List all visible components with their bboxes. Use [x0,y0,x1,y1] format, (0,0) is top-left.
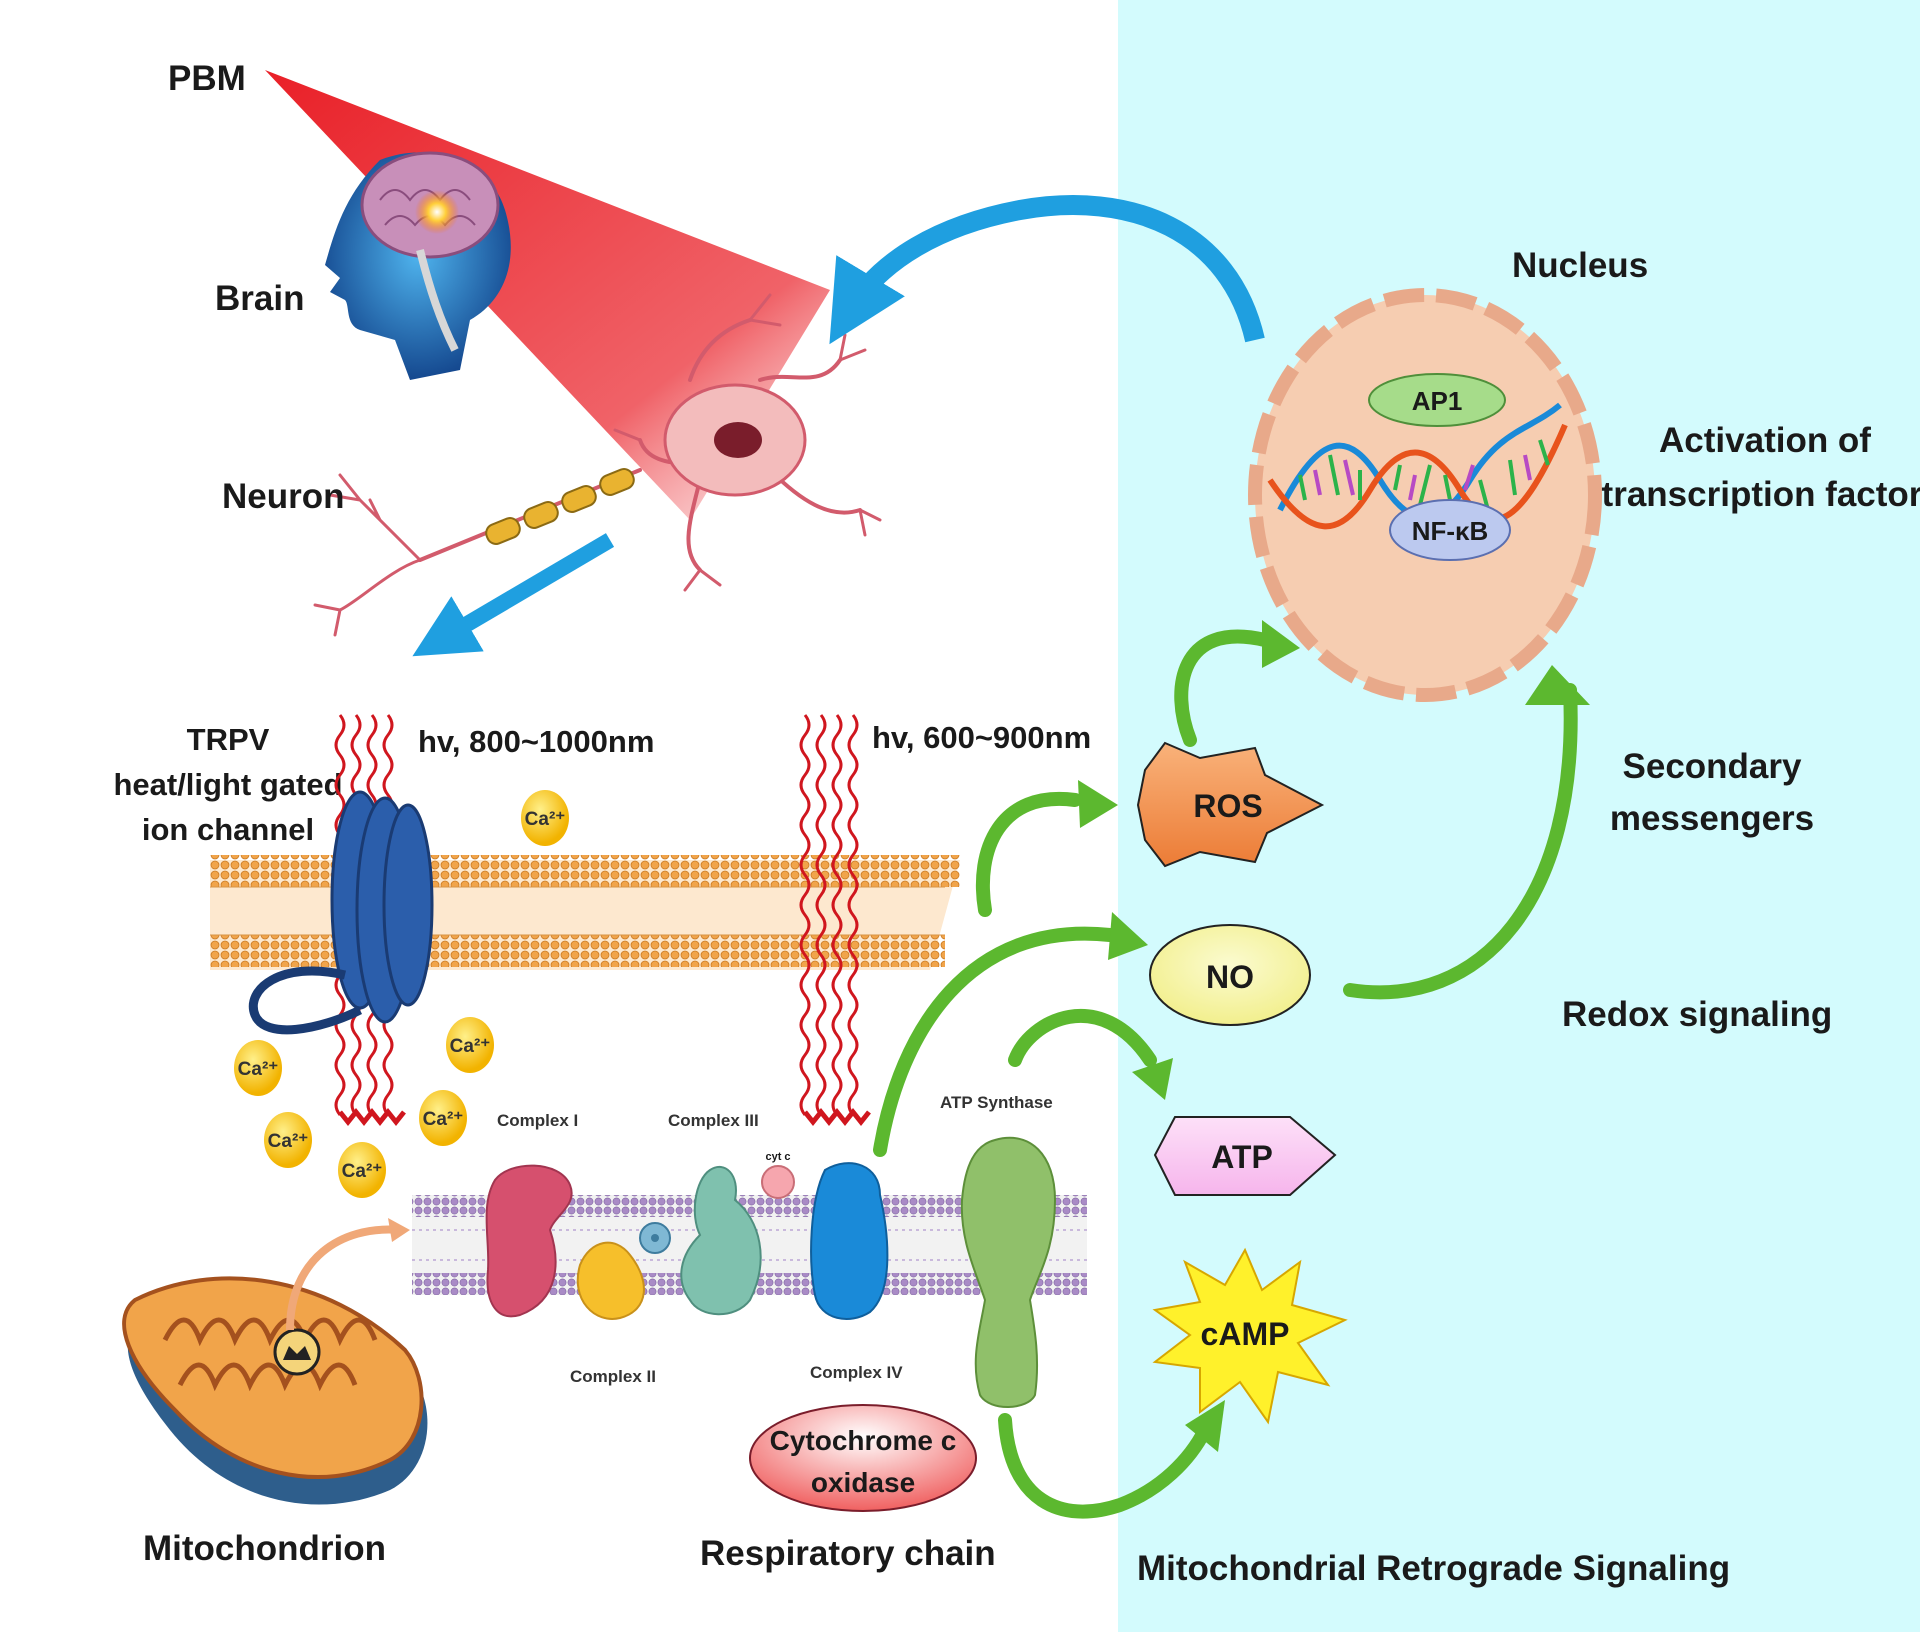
label-complex-2: Complex II [570,1367,656,1386]
label-trpv-1: TRPV [187,722,270,757]
nucleus [1248,288,1602,702]
arrowhead-nucleus-no [1525,665,1590,705]
brain-head-image [325,151,511,380]
atp-label: ATP [1211,1139,1273,1175]
label-secondary-1: Secondary [1623,747,1802,786]
cytochrome-c-oxidase-line2: oxidase [811,1467,915,1498]
light-focus-glow [415,190,459,234]
calcium-ion: Ca²⁺ [446,1017,494,1073]
label-activation-2: transcription factor [1602,475,1920,514]
label-redox-signaling: Redox signaling [1562,995,1832,1034]
green-arrow-no-to-nucleus [1343,683,1578,1000]
cytochrome-c-oxidase-line1: Cytochrome c [770,1425,957,1456]
ros-label: ROS [1193,788,1262,824]
atp-badge [1153,1116,1337,1196]
blue-arrow-neuron-to-membrane [412,533,615,657]
label-complex-4: Complex IV [810,1363,903,1382]
label-atp-synthase: ATP Synthase [940,1093,1053,1112]
plasma-membrane [210,855,960,970]
svg-text:Ca²⁺: Ca²⁺ [423,1109,464,1130]
calcium-ions: Ca²⁺ Ca²⁺ Ca²⁺ Ca²⁺ Ca²⁺ Ca²⁺ [234,790,569,1198]
label-cytc: cyt c [765,1151,790,1163]
orange-arrow-head [388,1218,410,1242]
ros-badge [1136,741,1325,868]
calcium-ion: Ca²⁺ [419,1090,467,1146]
label-respiratory-chain: Respiratory chain [700,1534,996,1573]
complex-1-protein [485,1164,573,1318]
atp-synthase-protein [960,1136,1057,1408]
label-complex-1: Complex I [497,1111,578,1130]
camp-label: cAMP [1201,1316,1290,1352]
dna-helix [1267,402,1568,530]
label-secondary-2: messengers [1610,799,1814,838]
green-arrow-heads [1078,620,1590,1452]
camp-burst [1152,1247,1348,1425]
label-trpv-3: ion channel [142,812,314,847]
arrowhead-ros [1078,780,1118,828]
label-pbm: PBM [168,59,246,98]
complex-3-protein [680,1165,762,1316]
calcium-ion: Ca²⁺ [234,1040,282,1096]
green-arrow-to-no [873,926,1117,1157]
green-signal-arrows [873,629,1578,1519]
light-waves-600-900 [799,714,871,1127]
cytochrome-c-oxidase-badge [749,1404,977,1512]
svg-text:Ca²⁺: Ca²⁺ [238,1059,279,1080]
svg-text:Ca²⁺: Ca²⁺ [268,1131,309,1152]
label-nucleus: Nucleus [1512,246,1648,285]
complex-4-protein [810,1162,889,1320]
label-neuron: Neuron [222,477,345,516]
ap1-label: AP1 [1412,386,1463,416]
calcium-ion: Ca²⁺ [521,790,569,846]
calcium-ion: Ca²⁺ [338,1142,386,1198]
green-arrow-ros-to-nucleus [1174,629,1272,747]
label-retrograde-signaling: Mitochondrial Retrograde Signaling [1137,1549,1730,1588]
label-activation-1: Activation of [1659,421,1871,460]
no-badge [1149,924,1311,1026]
label-hv-800-1000: hv, 800~1000nm [418,724,654,759]
myelin-sheath [485,468,635,545]
green-arrow-to-ros [975,791,1082,917]
label-mitochondrion: Mitochondrion [143,1529,386,1568]
green-arrow-to-camp [998,1413,1212,1519]
neuron-nucleus [714,422,762,458]
nfkb-factor-badge [1389,499,1511,561]
ap1-factor-badge [1368,373,1506,427]
svg-text:Ca²⁺: Ca²⁺ [342,1161,383,1182]
arrowhead-no [1108,912,1148,960]
orange-arrow-mito-to-membrane [286,1225,401,1331]
arrowhead-nucleus-ros [1262,620,1300,668]
label-hv-600-900: hv, 600~900nm [872,720,1091,755]
calcium-ion: Ca²⁺ [264,1112,312,1168]
cytochrome-c-molecule [761,1165,795,1199]
label-brain: Brain [215,279,304,318]
nfkb-label: NF-κB [1412,516,1489,546]
ubiquinone-core [651,1234,659,1242]
svg-text:Ca²⁺: Ca²⁺ [525,809,566,830]
arrowhead-camp [1185,1400,1225,1452]
label-trpv-2: heat/light gated [113,767,342,802]
no-label: NO [1206,959,1254,995]
green-arrow-to-atp [1008,1009,1157,1067]
complex-2-protein [576,1241,645,1320]
svg-text:Ca²⁺: Ca²⁺ [450,1036,491,1057]
blue-arrow-nucleus-to-neuron [829,195,1265,345]
label-complex-3: Complex III [668,1111,759,1130]
trpv-channel-protein [248,790,434,1035]
arrowhead-atp [1132,1058,1173,1100]
mitochondrion-illustration [122,1276,428,1505]
